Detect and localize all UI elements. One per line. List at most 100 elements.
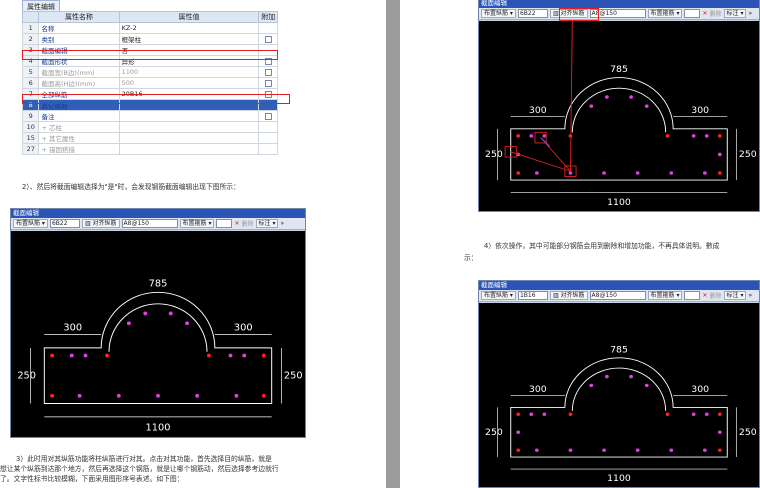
property-name: 截面宽(B边)(mm) [38,66,120,78]
delete-icon[interactable]: ✕ [702,10,708,17]
col-index-header [21,11,40,23]
dim-left-label: 300 [63,323,82,334]
stirrup-input[interactable]: A8@150 [121,219,178,228]
add-checkbox[interactable] [264,79,272,87]
add-checkbox-cell[interactable] [258,121,278,133]
stirrup-input[interactable]: A8@150 [589,291,646,300]
layout-rebar-button[interactable]: 布置纵筋 ▾ [13,219,48,228]
delete-button[interactable]: 删除 [709,293,722,300]
delete-button[interactable]: 删除 [241,221,254,228]
rebar-dot [589,104,594,108]
property-value[interactable] [118,121,260,133]
align-rebar-button[interactable]: ▥ 对齐纵筋 [549,291,588,300]
layout-rebar-button[interactable]: 布置纵筋 ▾ [481,291,516,300]
add-checkbox-cell[interactable] [258,77,278,89]
rebar-dot [602,171,606,175]
add-checkbox[interactable] [264,57,272,65]
layout-stirrup-button[interactable]: 布置箍筋 ▾ [179,219,215,228]
highlight-all-rebar [22,94,290,104]
property-value[interactable]: 框架柱 [118,33,260,45]
more-chevron-icon[interactable]: » [280,220,285,227]
property-value[interactable]: 1100 [118,66,260,78]
add-checkbox-cell[interactable] [258,143,278,155]
option-dropdown[interactable] [216,219,233,228]
rebar-input[interactable]: 1B16 [517,291,548,300]
property-name: 名称 [38,22,120,34]
rebar-dot [644,383,649,388]
property-row[interactable]: 27+ 锚固搭接 [21,143,278,155]
align-rebar-button[interactable]: ▥ 对齐纵筋 [549,9,588,18]
col-name-header: 属性名称 [38,11,120,23]
row-index: 4 [21,55,40,67]
rebar-dot [703,448,707,452]
rebar-input[interactable]: 6B22 [517,9,548,18]
property-value[interactable] [118,143,260,155]
mark-button[interactable]: 标注 ▾ [723,291,747,300]
align-rebar-button[interactable]: ▥ 对齐纵筋 [81,219,120,228]
add-checkbox[interactable] [264,35,272,43]
property-grid-tab[interactable]: 属性编辑 [22,0,60,11]
mark-button[interactable]: 标注 ▾ [255,219,279,228]
property-row[interactable]: 15+ 其它属性 [21,132,278,144]
rebar-dot [529,412,534,416]
rebar-input[interactable]: 6B22 [49,219,80,228]
rebar-dot [605,374,609,379]
delete-icon[interactable]: ✕ [702,292,708,299]
rebar-dot [69,353,74,358]
rebar-dot [717,171,722,175]
layout-rebar-button[interactable]: 布置纵筋 ▾ [481,9,516,18]
add-checkbox[interactable] [264,112,272,120]
rebar-dot [516,448,521,452]
rebar-dot [665,134,670,138]
property-row[interactable]: 10+ 芯柱 [21,121,278,133]
mark-button[interactable]: 标注 ▾ [723,9,747,18]
rebar-dot [168,311,173,316]
more-chevron-icon[interactable]: » [748,10,753,17]
option-dropdown[interactable] [684,9,701,18]
property-value[interactable]: KZ-2 [118,22,260,34]
row-index: 10 [21,121,40,133]
layout-stirrup-button[interactable]: 布置箍筋 ▾ [647,9,683,18]
add-checkbox-cell[interactable] [258,66,278,78]
rebar-dot [542,412,547,416]
layout-stirrup-button[interactable]: 布置箍筋 ▾ [647,291,683,300]
dim-right-label: 300 [691,106,709,116]
highlight-align-button [559,8,599,21]
rebar-dot [516,412,521,416]
rebar-dot [185,321,190,326]
property-value[interactable] [118,132,260,144]
paragraph-step-3-line2: 想让某个纵筋到达那个地方，然后再选择这个钢筋，就是让哪个钢筋动，然后选择参考边就… [0,465,279,473]
annotation-pointer-line [570,21,573,172]
add-checkbox[interactable] [264,68,272,76]
property-name: 类别 [38,33,120,45]
rebar-dot [156,393,160,398]
stirrup-input[interactable]: A8@150 [589,9,646,18]
add-checkbox-cell[interactable] [258,99,278,111]
add-checkbox-cell[interactable] [258,110,278,122]
property-value[interactable] [118,110,260,122]
editor-title: 截面编辑 [479,0,759,8]
dim-width-label: 1100 [146,422,171,433]
add-checkbox-cell[interactable] [258,132,278,144]
add-checkbox-cell[interactable] [258,33,278,45]
row-index: 1 [21,22,40,34]
delete-button[interactable]: 删除 [709,11,722,18]
rebar-dot [516,430,521,434]
delete-icon[interactable]: ✕ [234,220,240,227]
add-checkbox-cell[interactable] [258,22,278,34]
dim-right-label: 300 [691,385,709,395]
property-value[interactable]: 500 [118,77,260,89]
option-dropdown[interactable] [684,291,701,300]
more-chevron-icon[interactable]: » [748,292,753,299]
